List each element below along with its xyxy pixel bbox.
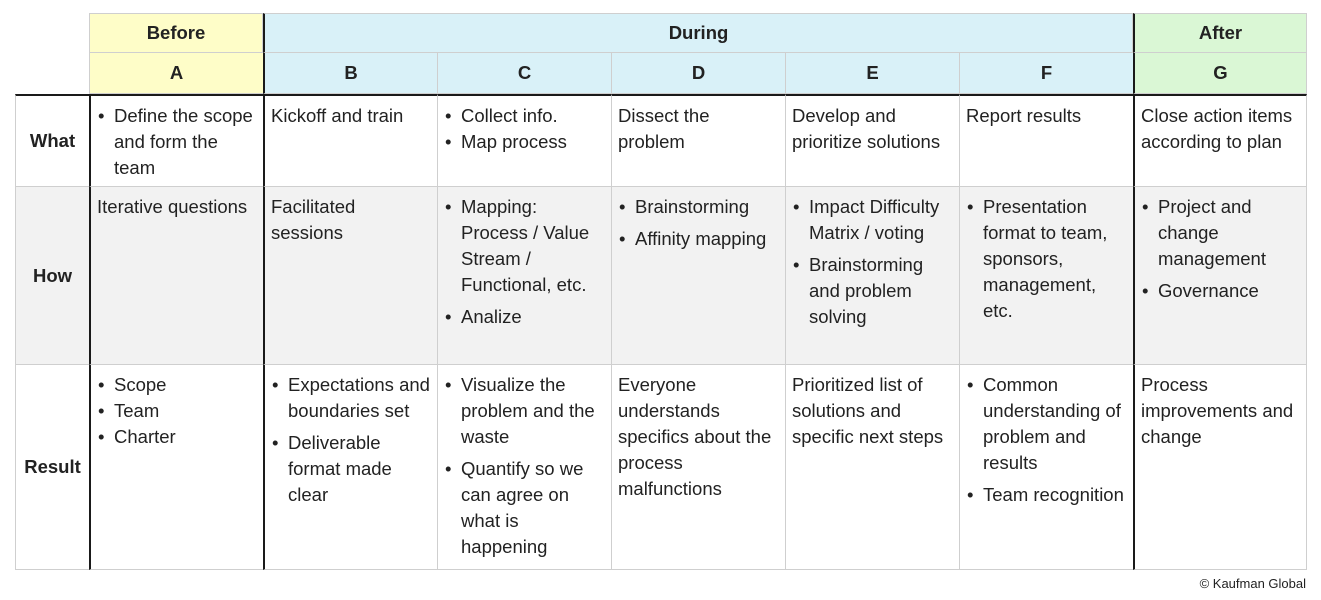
bullet-item: Analize bbox=[444, 304, 605, 330]
cell-text: Close action items according to plan bbox=[1141, 105, 1293, 152]
bullet-item: Expectations and boundaries set bbox=[271, 372, 431, 424]
phase-after-header: After bbox=[1133, 13, 1307, 53]
row-label-what: What bbox=[15, 94, 89, 187]
cell-result-a: ScopeTeamCharter bbox=[89, 365, 263, 570]
bullet-item: Scope bbox=[97, 372, 257, 398]
bullet-item: Team bbox=[97, 398, 257, 424]
column-c-header: C bbox=[437, 53, 611, 94]
bullet-item: Presentation format to team, sponsors, m… bbox=[966, 194, 1127, 324]
bullet-list: Visualize the problem and the wasteQuant… bbox=[444, 372, 605, 560]
bullet-item: Project and change management bbox=[1141, 194, 1300, 272]
bullet-item: Impact Difficulty Matrix / voting bbox=[792, 194, 953, 246]
corner-blank-2 bbox=[15, 53, 89, 94]
copyright-notice: © Kaufman Global bbox=[1199, 576, 1306, 591]
cell-how-d: BrainstormingAffinity mapping bbox=[611, 187, 785, 365]
bullet-item: Common understanding of problem and resu… bbox=[966, 372, 1127, 476]
cell-what-d: Dissect the problem bbox=[611, 94, 785, 187]
bullet-item: Quantify so we can agree on what is happ… bbox=[444, 456, 605, 560]
column-a-header: A bbox=[89, 53, 263, 94]
phase-before-header: Before bbox=[89, 13, 263, 53]
cell-text: Report results bbox=[966, 105, 1082, 126]
phase-table: Before During After A B C D E F G What H… bbox=[15, 13, 1307, 570]
corner-blank bbox=[15, 13, 89, 53]
cell-what-g: Close action items according to plan bbox=[1133, 94, 1307, 187]
cell-result-b: Expectations and boundaries setDeliverab… bbox=[263, 365, 437, 570]
cell-what-f: Report results bbox=[959, 94, 1133, 187]
cell-text: Dissect the problem bbox=[618, 105, 710, 152]
column-e-header: E bbox=[785, 53, 959, 94]
bullet-item: Governance bbox=[1141, 278, 1300, 304]
bullet-list: Impact Difficulty Matrix / votingBrainst… bbox=[792, 194, 953, 330]
column-d-header: D bbox=[611, 53, 785, 94]
bullet-item: Collect info. bbox=[444, 103, 605, 129]
bullet-list: Expectations and boundaries setDeliverab… bbox=[271, 372, 431, 508]
row-label-how: How bbox=[15, 187, 89, 365]
cell-how-e: Impact Difficulty Matrix / votingBrainst… bbox=[785, 187, 959, 365]
column-g-header: G bbox=[1133, 53, 1307, 94]
bullet-item: Deliverable format made clear bbox=[271, 430, 431, 508]
cell-what-c: Collect info.Map process bbox=[437, 94, 611, 187]
bullet-list: Presentation format to team, sponsors, m… bbox=[966, 194, 1127, 324]
bullet-item: Brainstorming bbox=[618, 194, 779, 220]
cell-how-a: Iterative questions bbox=[89, 187, 263, 365]
cell-how-b: Facilitated sessions bbox=[263, 187, 437, 365]
cell-text: Prioritized list of solutions and specif… bbox=[792, 374, 944, 447]
cell-text: Facilitated sessions bbox=[271, 196, 356, 243]
bullet-item: Define the scope and form the team bbox=[97, 103, 257, 181]
cell-result-c: Visualize the problem and the wasteQuant… bbox=[437, 365, 611, 570]
cell-what-a: Define the scope and form the team bbox=[89, 94, 263, 187]
cell-result-e: Prioritized list of solutions and specif… bbox=[785, 365, 959, 570]
cell-text: Everyone understands specifics about the… bbox=[618, 374, 772, 499]
row-label-result: Result bbox=[15, 365, 89, 570]
bullet-item: Map process bbox=[444, 129, 605, 155]
bullet-item: Affinity mapping bbox=[618, 226, 779, 252]
cell-text: Process improvements and change bbox=[1141, 374, 1294, 447]
phase-during-header: During bbox=[263, 13, 1133, 53]
cell-result-d: Everyone understands specifics about the… bbox=[611, 365, 785, 570]
cell-how-c: Mapping: Process / Value Stream / Functi… bbox=[437, 187, 611, 365]
cell-text: Develop and prioritize solutions bbox=[792, 105, 941, 152]
cell-how-g: Project and change managementGovernance bbox=[1133, 187, 1307, 365]
bullet-list: Define the scope and form the team bbox=[97, 103, 257, 181]
cell-how-f: Presentation format to team, sponsors, m… bbox=[959, 187, 1133, 365]
cell-text: Kickoff and train bbox=[271, 105, 404, 126]
cell-what-e: Develop and prioritize solutions bbox=[785, 94, 959, 187]
bullet-list: Project and change managementGovernance bbox=[1141, 194, 1300, 304]
bullet-item: Visualize the problem and the waste bbox=[444, 372, 605, 450]
cell-result-f: Common understanding of problem and resu… bbox=[959, 365, 1133, 570]
column-b-header: B bbox=[263, 53, 437, 94]
cell-what-b: Kickoff and train bbox=[263, 94, 437, 187]
bullet-list: Common understanding of problem and resu… bbox=[966, 372, 1127, 508]
bullet-list: BrainstormingAffinity mapping bbox=[618, 194, 779, 252]
column-f-header: F bbox=[959, 53, 1133, 94]
bullet-list: ScopeTeamCharter bbox=[97, 372, 257, 450]
cell-text: Iterative questions bbox=[97, 196, 248, 217]
bullet-list: Collect info.Map process bbox=[444, 103, 605, 155]
bullet-item: Charter bbox=[97, 424, 257, 450]
bullet-item: Brainstorming and problem solving bbox=[792, 252, 953, 330]
cell-result-g: Process improvements and change bbox=[1133, 365, 1307, 570]
bullet-list: Mapping: Process / Value Stream / Functi… bbox=[444, 194, 605, 330]
bullet-item: Team recognition bbox=[966, 482, 1127, 508]
bullet-item: Mapping: Process / Value Stream / Functi… bbox=[444, 194, 605, 298]
